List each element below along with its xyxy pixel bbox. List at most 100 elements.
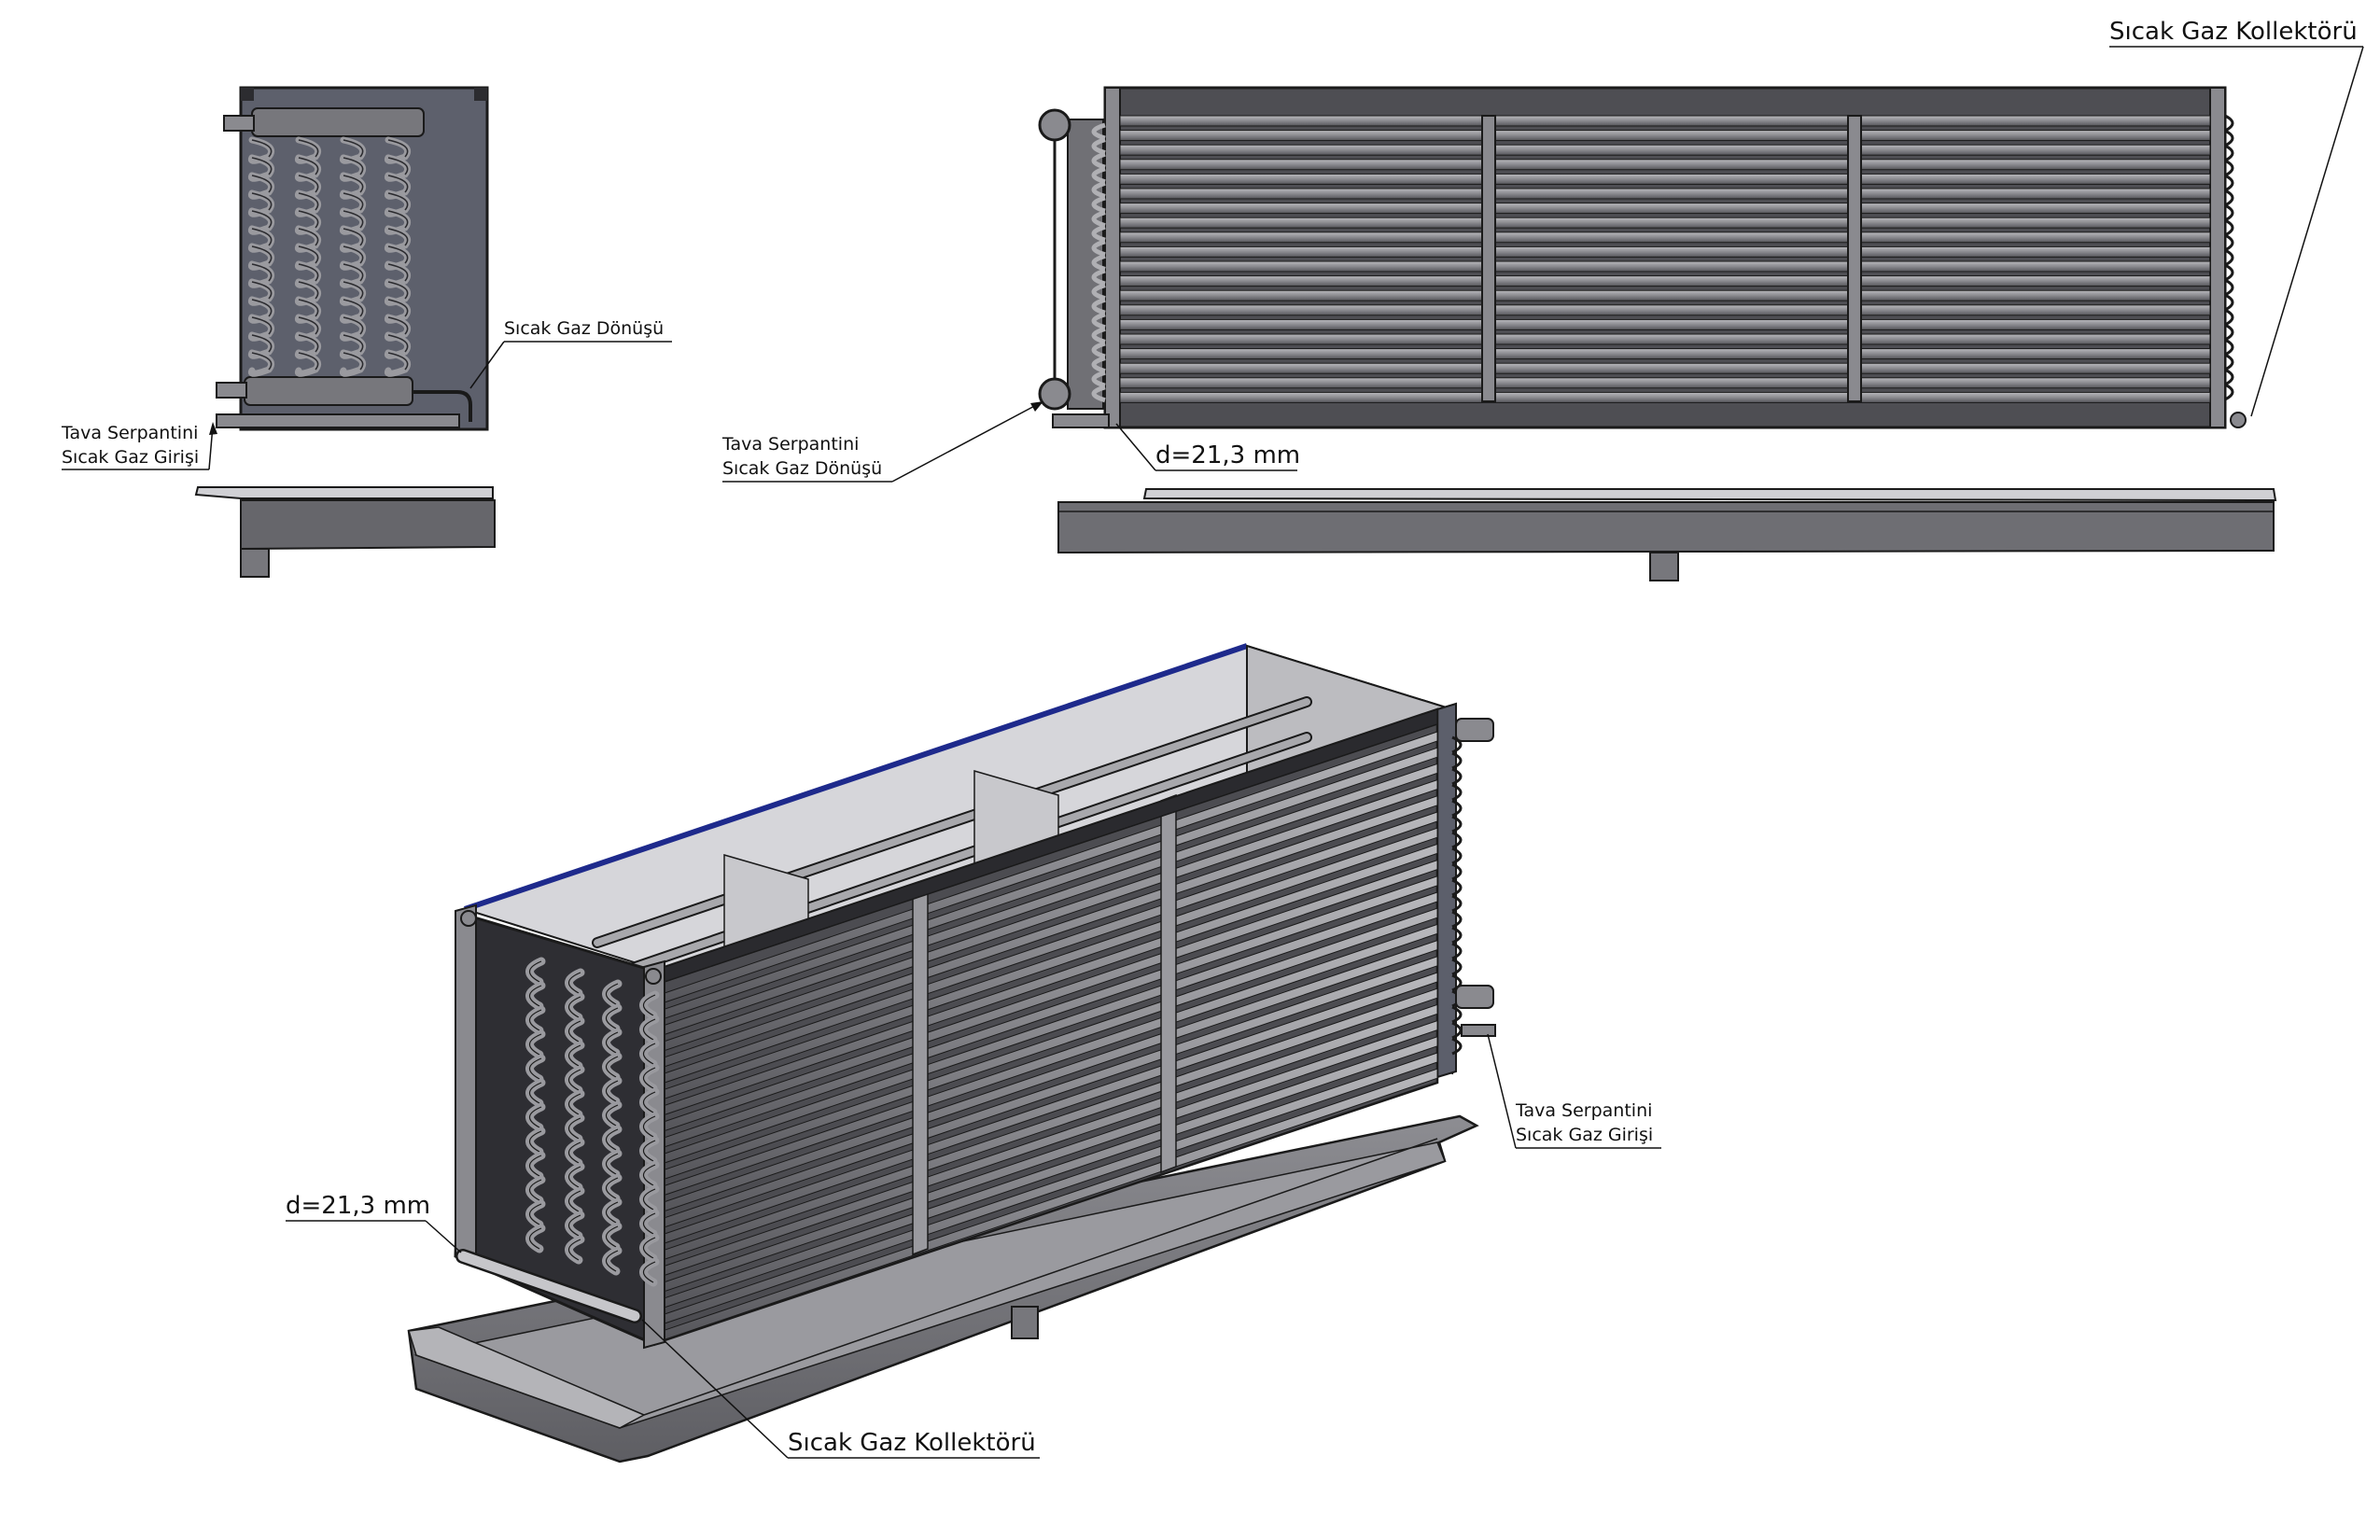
coil-edge (251, 228, 273, 246)
iso-left-coils (525, 957, 660, 1287)
bend (2224, 144, 2234, 162)
coil-edge (528, 1130, 542, 1153)
bend (1091, 210, 1106, 228)
coil-edge (605, 983, 619, 1005)
coil-edge (387, 263, 409, 282)
rod-highlight (594, 734, 1310, 984)
coil-edge (567, 972, 581, 994)
coil-edge (343, 263, 364, 282)
iso-front-tubes (664, 731, 1438, 1340)
tube (1119, 348, 2211, 360)
coil-edge (605, 1201, 619, 1224)
label-iso-tray-coil-1: Tava Serpantini (1515, 1100, 1652, 1121)
coil-edge (251, 334, 273, 353)
coil-edge (298, 228, 319, 246)
bend (2224, 114, 2234, 133)
coil-edge (251, 316, 273, 335)
coil-edge (251, 352, 273, 371)
coil-edge (298, 245, 319, 264)
coil-edge (605, 1153, 619, 1175)
label-front-hot-gas-return: Sıcak Gaz Dönüşü (504, 318, 664, 339)
tube (1119, 144, 2211, 156)
bend (2224, 218, 2234, 237)
coil-edge (387, 334, 409, 353)
bend (2224, 353, 2234, 371)
coil-edge (567, 1166, 581, 1188)
coil-edge (343, 334, 364, 353)
coil-edge (528, 985, 542, 1007)
bend (1451, 973, 1463, 992)
bend (1451, 1005, 1463, 1024)
label-side-tray-coil-1: Tava Serpantini (721, 434, 859, 455)
bend (1451, 735, 1463, 754)
bend (1091, 239, 1106, 258)
coil-edge (343, 175, 364, 193)
coil-edge (343, 352, 364, 371)
tube (1119, 115, 2211, 127)
coil-edge (605, 1056, 619, 1078)
label-front-tray-coil-2: Sıcak Gaz Girişi (62, 447, 199, 468)
side-view-tubes (1119, 115, 2211, 403)
label-iso-collector: Sıcak Gaz Kollektörü (788, 1429, 1036, 1457)
bend (1451, 878, 1463, 897)
coil-edge (605, 1225, 619, 1248)
coil-edge (605, 1080, 619, 1102)
coil-edge (528, 1106, 542, 1128)
tube (1119, 203, 2211, 215)
tube (1119, 231, 2211, 244)
tube (1119, 377, 2211, 389)
coil-edge (642, 1067, 656, 1089)
coil-edge (298, 263, 319, 282)
bend (1091, 151, 1106, 170)
bend (2224, 159, 2234, 177)
coil-edge (387, 228, 409, 246)
tube (1119, 159, 2211, 171)
coil-edge (387, 139, 409, 158)
bend (1091, 370, 1106, 388)
coil-edge (387, 157, 409, 175)
bend (2224, 293, 2234, 312)
coil-edge (642, 1018, 656, 1041)
coil-edge (605, 1177, 619, 1199)
bend (1451, 847, 1463, 865)
tube (1119, 362, 2211, 374)
coil-edge (605, 1104, 619, 1127)
coil-edge (642, 1212, 656, 1235)
coil-edge (642, 1261, 656, 1283)
side-view-tray (1057, 488, 2277, 581)
bend (1451, 958, 1463, 976)
bend (1091, 166, 1106, 185)
tube (1119, 188, 2211, 200)
bend (2224, 323, 2234, 342)
coil-edge (298, 352, 319, 371)
bend (1091, 297, 1106, 315)
bend (1451, 926, 1463, 945)
bend (1091, 224, 1106, 243)
tube (1119, 391, 2211, 403)
coil-edge (528, 1155, 542, 1177)
coil-edge (343, 228, 364, 246)
coil-edge (528, 960, 542, 983)
coil-edge (251, 192, 273, 211)
coil-edge (251, 175, 273, 193)
tube (1119, 304, 2211, 316)
label-iso-diameter: d=21,3 mm (286, 1192, 430, 1220)
coil-edge (387, 316, 409, 335)
coil-edge (298, 139, 319, 158)
coil-edge (298, 175, 319, 193)
coil-edge (605, 1031, 619, 1054)
bend (1091, 181, 1106, 199)
tube (1119, 260, 2211, 273)
coil-edge (605, 1250, 619, 1272)
coil-edge (567, 1093, 581, 1115)
coil-edge (642, 994, 656, 1016)
bend (2224, 278, 2234, 297)
label-side-diameter: d=21,3 mm (1155, 441, 1300, 469)
coil-edge (528, 1033, 542, 1056)
bend (1451, 767, 1463, 786)
coil-edge (298, 192, 319, 211)
coil-edge (343, 316, 364, 335)
coil-edge (251, 299, 273, 317)
bend (1091, 122, 1106, 141)
